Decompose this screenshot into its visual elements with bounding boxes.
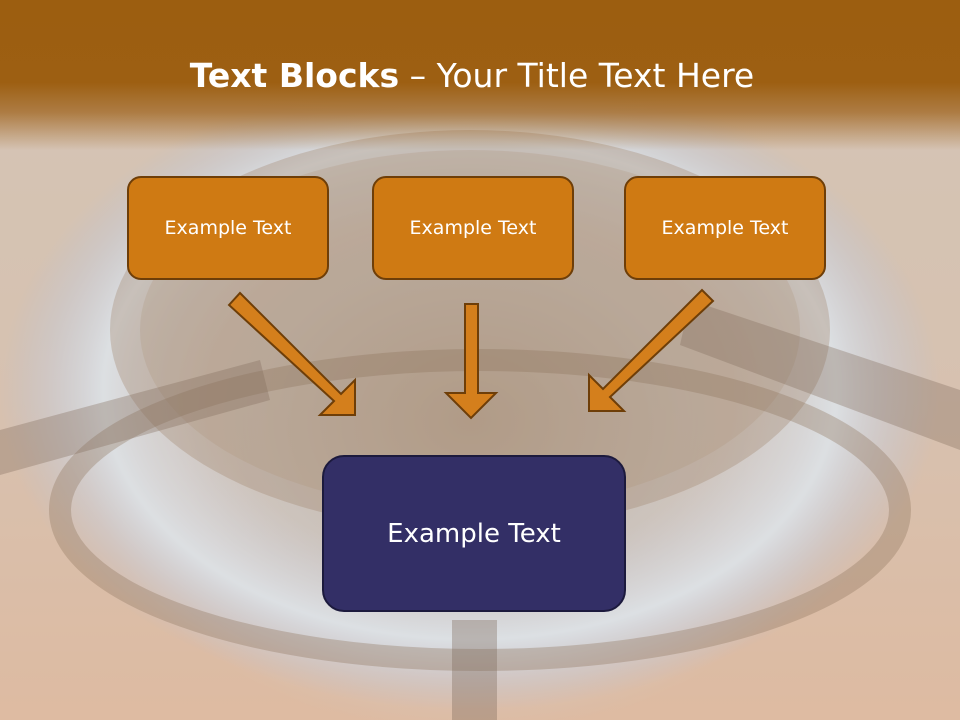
- slide-title: Text Blocks – Your Title Text Here: [0, 52, 944, 100]
- text-block-2[interactable]: Example Text: [372, 176, 574, 280]
- text-block-bottom-label: Example Text: [387, 518, 561, 549]
- text-block-1-label: Example Text: [164, 217, 292, 239]
- arrow-right-diagonal: [588, 288, 715, 412]
- arrow-left-diagonal: [227, 291, 356, 416]
- title-regular-part: – Your Title Text Here: [399, 56, 755, 95]
- title-bold-part: Text Blocks: [189, 56, 400, 95]
- text-block-bottom[interactable]: Example Text: [322, 455, 626, 612]
- arrow-center-down: [443, 303, 499, 420]
- text-block-1[interactable]: Example Text: [127, 176, 329, 280]
- text-block-3-label: Example Text: [661, 217, 789, 239]
- text-block-3[interactable]: Example Text: [624, 176, 826, 280]
- title-bar: [0, 0, 960, 150]
- text-block-2-label: Example Text: [409, 217, 537, 239]
